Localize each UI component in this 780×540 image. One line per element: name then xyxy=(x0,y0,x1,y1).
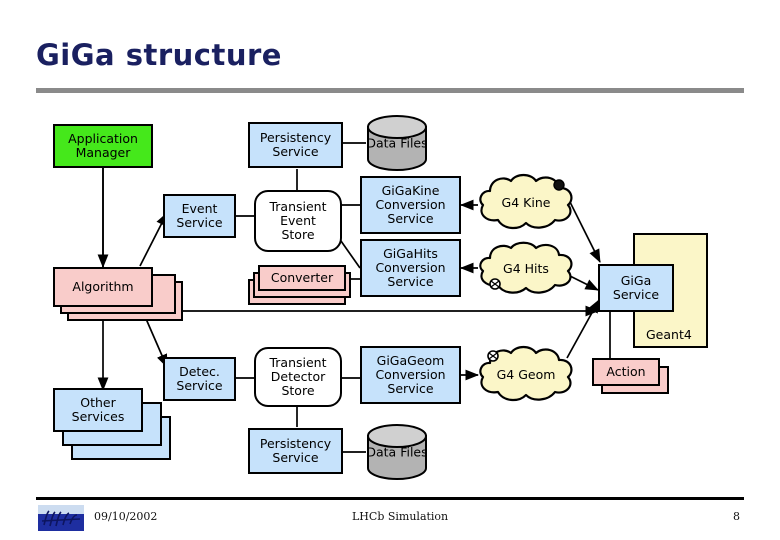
transient-event-store-box[interactable]: Transient Event Store xyxy=(254,190,342,252)
converter-label: Converter xyxy=(270,270,334,285)
event-service-label-2: Service xyxy=(176,215,223,230)
giga-service-box[interactable]: GiGa Service xyxy=(598,264,674,312)
other-services-label-2: Services xyxy=(71,409,125,424)
persistency-service-bottom-box[interactable]: Persistency Service xyxy=(248,428,343,474)
data-files-bottom-cylinder[interactable]: Data Files xyxy=(366,424,428,480)
transient-detector-store-label-3: Store xyxy=(281,383,315,398)
footer-center-text: LHCb Simulation xyxy=(352,510,449,523)
detector-service-label-1: Detec. xyxy=(179,364,220,379)
giga-service-label-1: GiGa xyxy=(620,273,652,288)
gigahits-label-2: Conversion xyxy=(375,260,446,275)
gigakine-label-1: GiGaKine xyxy=(381,183,440,198)
detector-service-label-2: Service xyxy=(176,378,223,393)
transient-detector-store-label-1: Transient xyxy=(269,355,327,370)
persistency-service-bottom-label-1: Persistency xyxy=(259,436,332,451)
other-services-label-1: Other xyxy=(80,395,116,410)
gigageom-conversion-service-box[interactable]: GiGaGeom Conversion Service xyxy=(360,346,461,404)
gigahits-conversion-service-box[interactable]: GiGaHits Conversion Service xyxy=(360,239,461,297)
footer-date: 09/10/2002 xyxy=(94,510,158,523)
geant4-label: Geant4 xyxy=(646,327,692,342)
algorithm-box[interactable]: Algorithm xyxy=(53,267,153,307)
gigakine-label-3: Service xyxy=(387,211,434,226)
g4-kine-cloud[interactable]: G4 Kine xyxy=(476,172,576,234)
persistency-service-top-label-2: Service xyxy=(272,144,319,159)
application-manager-label-1: Application xyxy=(68,131,138,146)
action-stack[interactable]: Action xyxy=(592,358,670,396)
footer-page-number: 8 xyxy=(733,510,740,523)
gigakine-label-2: Conversion xyxy=(375,197,446,212)
g4-geom-cloud[interactable]: G4 Geom xyxy=(476,344,576,406)
gigahits-label-1: GiGaHits xyxy=(383,246,438,261)
action-label: Action xyxy=(606,364,646,379)
giga-service-label-2: Service xyxy=(612,287,660,302)
transient-event-store-label-2: Event xyxy=(280,213,316,228)
application-manager-box[interactable]: Application Manager xyxy=(53,124,153,168)
gigahits-label-3: Service xyxy=(387,274,434,289)
g4-hits-cloud[interactable]: G4 Hits xyxy=(476,240,576,298)
page-title: GiGa structure xyxy=(36,38,282,72)
other-services-box[interactable]: Other Services xyxy=(53,388,143,432)
gigageom-label-3: Service xyxy=(387,381,434,396)
persistency-service-bottom-label-2: Service xyxy=(272,450,319,465)
action-box[interactable]: Action xyxy=(592,358,660,386)
transient-detector-store-label-2: Detector xyxy=(270,369,326,384)
gigageom-label-2: Conversion xyxy=(375,367,446,382)
data-files-top-cylinder[interactable]: Data Files xyxy=(366,115,428,171)
converter-stack[interactable]: Converter xyxy=(248,265,356,305)
algorithm-label: Algorithm xyxy=(72,279,134,294)
application-manager-label-2: Manager xyxy=(75,145,131,160)
title-divider xyxy=(36,88,744,93)
event-service-label-1: Event xyxy=(181,201,218,216)
gigageom-label-1: GiGaGeom xyxy=(376,353,445,368)
other-services-stack[interactable]: Other Services xyxy=(53,388,171,460)
lhcb-logo xyxy=(38,505,84,531)
event-service-box[interactable]: Event Service xyxy=(163,194,236,238)
algorithm-stack[interactable]: Algorithm xyxy=(53,267,183,321)
transient-event-store-label-3: Store xyxy=(281,227,315,242)
transient-event-store-label-1: Transient xyxy=(269,199,327,214)
detector-service-box[interactable]: Detec. Service xyxy=(163,357,236,401)
converter-box[interactable]: Converter xyxy=(258,265,346,291)
footer-divider xyxy=(36,497,744,500)
gigakine-conversion-service-box[interactable]: GiGaKine Conversion Service xyxy=(360,176,461,234)
persistency-service-top-box[interactable]: Persistency Service xyxy=(248,122,343,168)
transient-detector-store-box[interactable]: Transient Detector Store xyxy=(254,347,342,407)
persistency-service-top-label-1: Persistency xyxy=(259,130,332,145)
